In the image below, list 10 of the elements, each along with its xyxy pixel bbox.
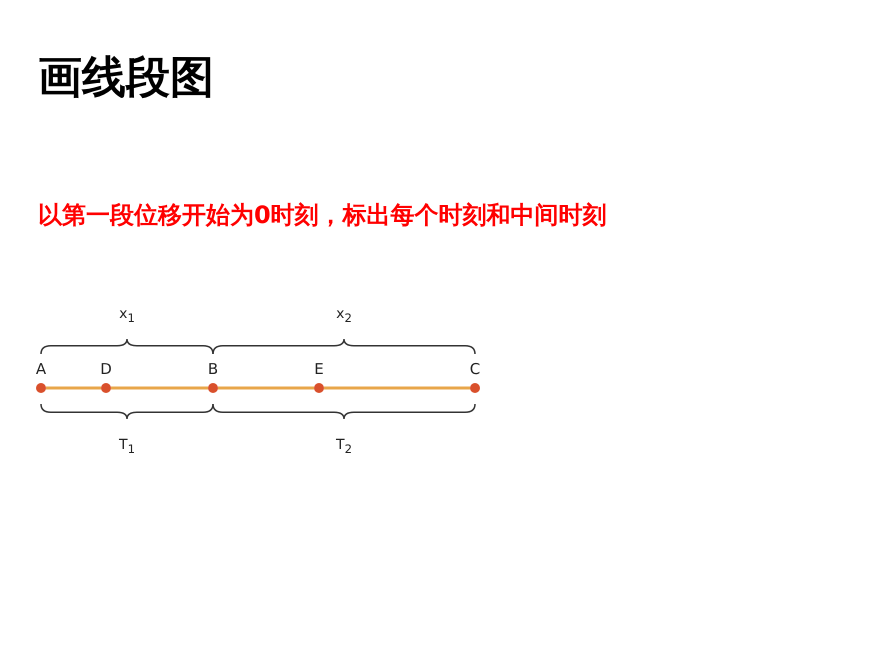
brace-label: T$_{1}$ [119, 436, 135, 458]
brace-label: x$_{1}$ [119, 305, 135, 327]
line-segment [111, 386, 208, 390]
title: 画线段图 [38, 51, 214, 105]
brace-label: x$_{2}$ [336, 305, 352, 327]
line-segment [218, 386, 314, 390]
line-segment [46, 386, 101, 390]
brace-label: T$_{2}$ [336, 436, 352, 458]
instruction-text: 以第一段位移开始为0时刻，标出每个时刻和中间时刻 [38, 200, 607, 231]
line-segment [324, 386, 470, 390]
